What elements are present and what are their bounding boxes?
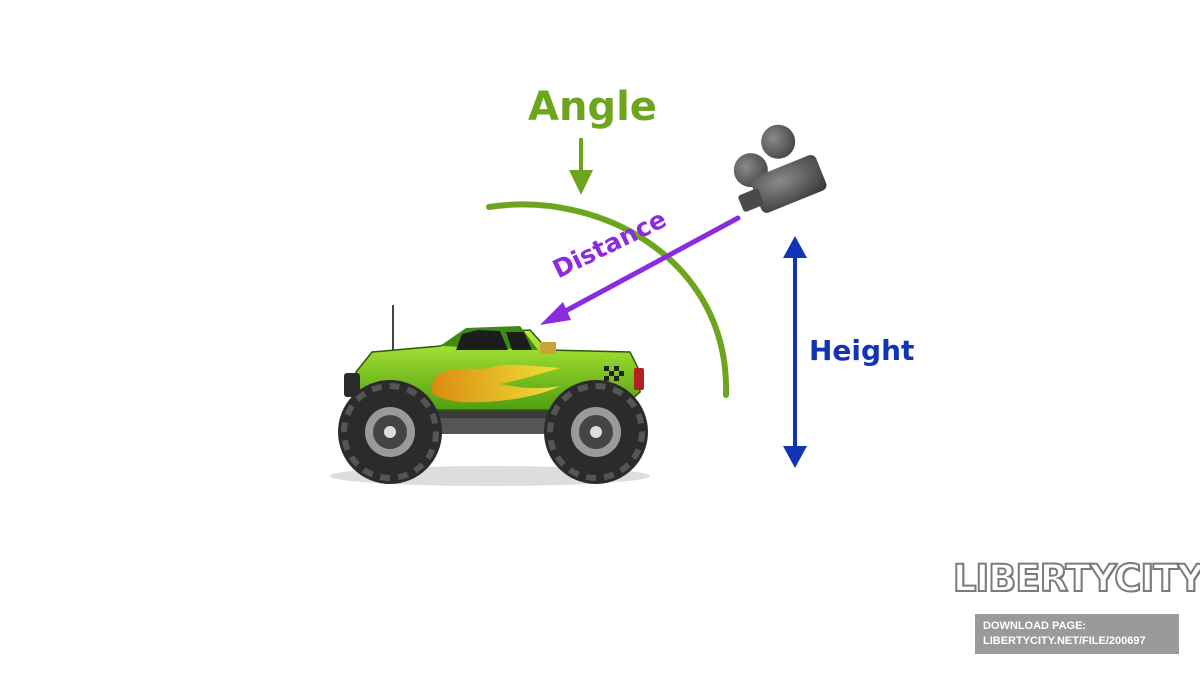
angle-arc [486,201,730,398]
download-page-label: DOWNLOAD PAGE: [983,620,1087,632]
angle-pointer-arrow [569,138,593,195]
rear-wheel [338,380,442,484]
monster-truck-illustration [330,305,650,486]
watermark: LIBERTYCITY DOWNLOAD PAGE: LIBERTYCITY.N… [952,548,1200,654]
download-page-url: LIBERTYCITY.NET/FILE/200697 [983,635,1146,647]
download-info-box: DOWNLOAD PAGE: LIBERTYCITY.NET/FILE/2006… [975,614,1179,654]
libertycity-logo: LIBERTYCITY [952,556,1200,601]
distance-arrow [540,215,741,325]
height-arrow [783,236,807,468]
height-label: Height [809,334,915,367]
front-wheel [544,380,648,484]
angle-label: Angle [528,84,657,130]
camera-icon [733,124,827,213]
